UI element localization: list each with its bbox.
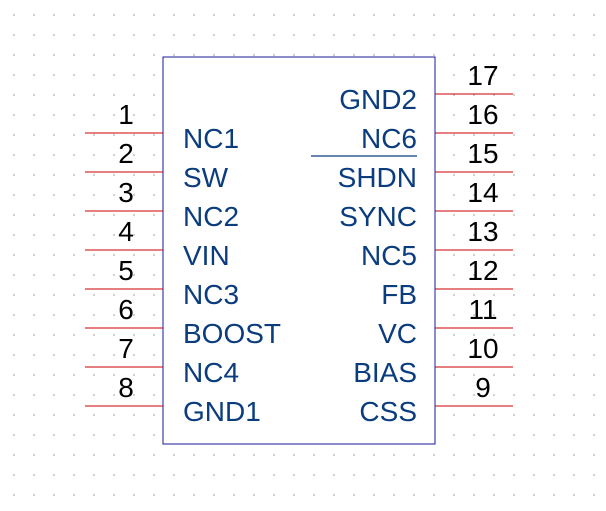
pin-11-label: VC <box>378 318 417 349</box>
pin-5-label: NC3 <box>183 279 239 310</box>
pin-3-label: NC2 <box>183 201 239 232</box>
pin-7-label: NC4 <box>183 357 239 388</box>
pin-1-label: NC1 <box>183 123 239 154</box>
pin-3-number: 3 <box>118 177 134 208</box>
pin-9-label: CSS <box>359 396 417 427</box>
pin-12-label: FB <box>381 279 417 310</box>
pin-10-label: BIAS <box>353 357 417 388</box>
pin-14-label: SYNC <box>339 201 417 232</box>
pin-2-number: 2 <box>118 138 134 169</box>
pin-16-number: 16 <box>467 99 498 130</box>
pin-7-number: 7 <box>118 333 134 364</box>
pin-9-number: 9 <box>475 372 491 403</box>
pin-15-number: 15 <box>467 138 498 169</box>
pin-4-number: 4 <box>118 216 134 247</box>
pin-5-number: 5 <box>118 255 134 286</box>
component-body <box>162 56 436 445</box>
pin-17-number: 17 <box>467 60 498 91</box>
pin-15-label: SHDN <box>338 162 417 193</box>
pin-16-label: NC6 <box>361 123 417 154</box>
pin-8-number: 8 <box>118 372 134 403</box>
pin-8-label: GND1 <box>183 396 261 427</box>
pin-14-number: 14 <box>467 177 498 208</box>
pin-13-label: NC5 <box>361 240 417 271</box>
pin-6-label: BOOST <box>183 318 281 349</box>
pin-10-number: 10 <box>467 333 498 364</box>
pin-2-label: SW <box>183 162 229 193</box>
pin-1-number: 1 <box>118 99 134 130</box>
pin-4-label: VIN <box>183 240 230 271</box>
pin-17-label: GND2 <box>339 84 417 115</box>
pin-6-number: 6 <box>118 294 134 325</box>
pin-13-number: 13 <box>467 216 498 247</box>
pin-11-number: 11 <box>468 294 497 325</box>
pin-12-number: 12 <box>467 255 498 286</box>
